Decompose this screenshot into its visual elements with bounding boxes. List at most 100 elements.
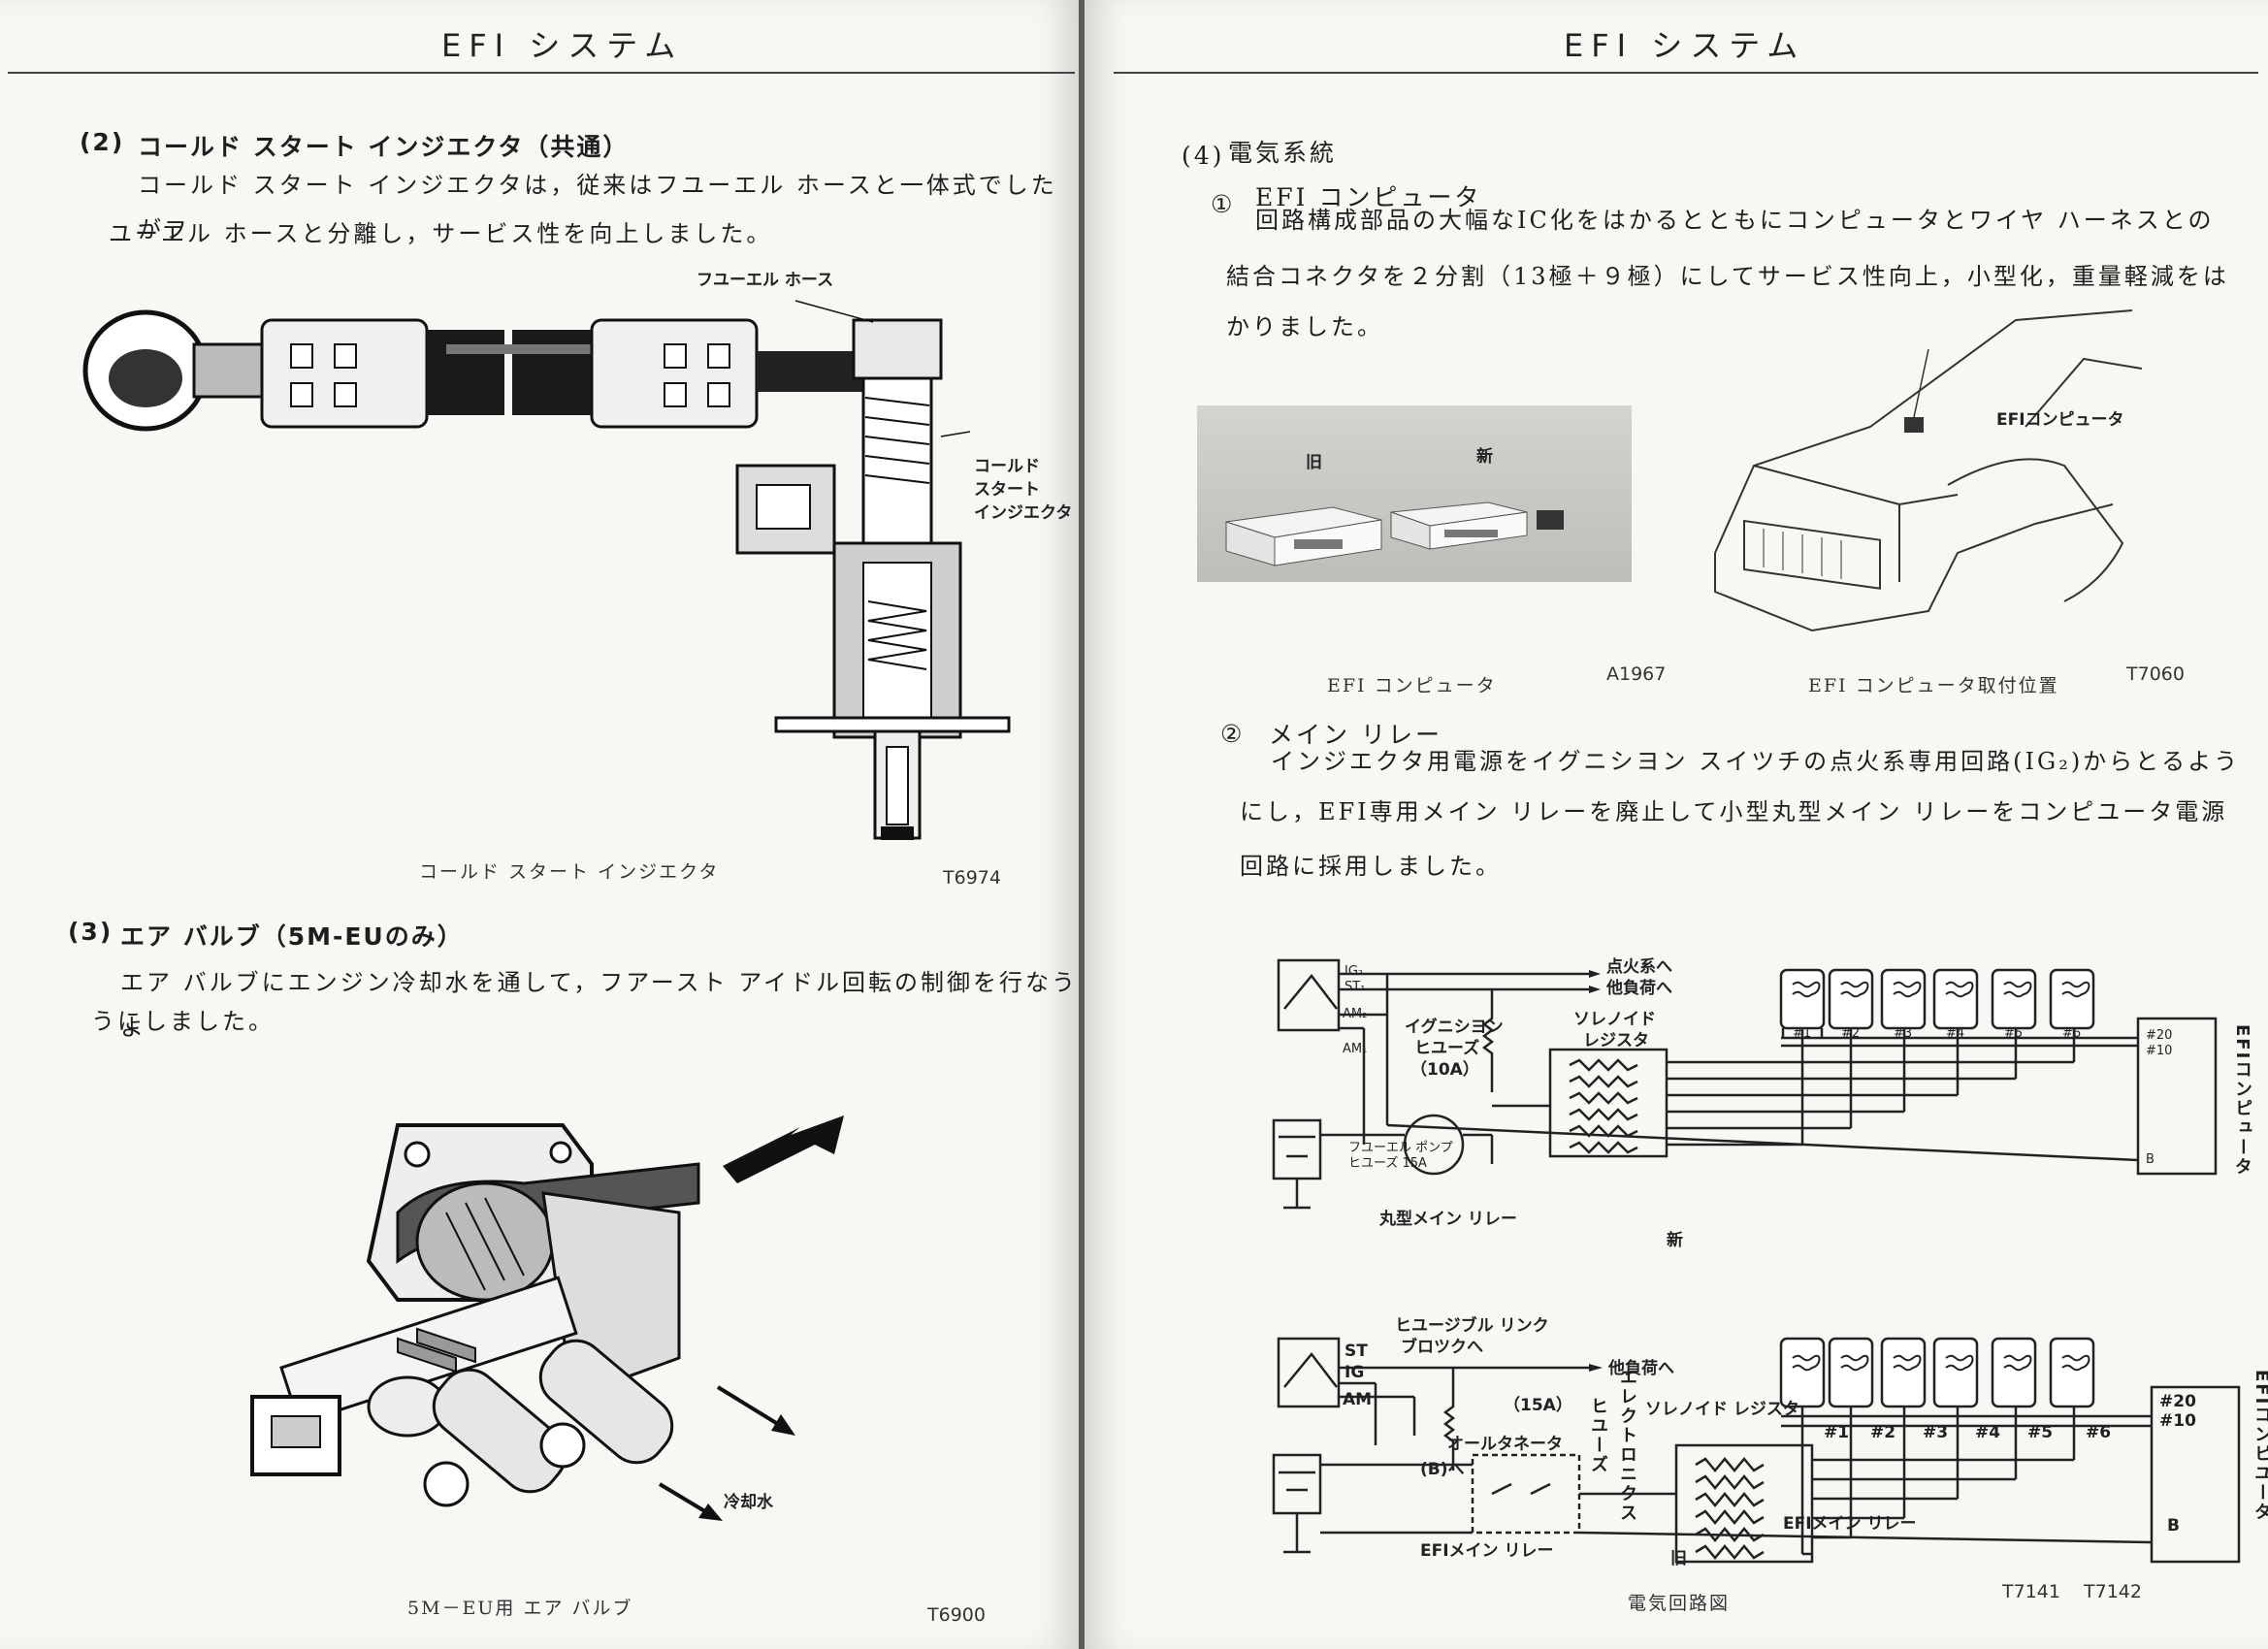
- section3-title: エア バルブ（5M-EUのみ）: [120, 922, 464, 951]
- injector-caption: コールド スタート インジエクタ: [419, 861, 720, 883]
- new-inj1-label: #1: [1793, 1026, 1812, 1041]
- new-port20-label: #20: [2146, 1028, 2173, 1043]
- old-port20-label: #20: [2159, 1392, 2196, 1411]
- new-solenoid-line1: ソレノイド: [1573, 1010, 1656, 1029]
- new-inj3-label: #3: [1894, 1026, 1913, 1041]
- new-ig2-label: IG₂: [1345, 964, 1364, 979]
- item2-number: ②: [1220, 720, 1246, 748]
- old-st-label: ST: [1345, 1342, 1368, 1361]
- left-page: EFI システム (2) コールド スタート インジエクタ（共通） コールド ス…: [0, 0, 1079, 1649]
- injector-fig-code: T6974: [943, 867, 1001, 889]
- injector-label-line1: コールド: [974, 457, 1040, 476]
- old-portB-label: B: [2167, 1516, 2180, 1536]
- new-ign-fuse-line1: イグニシヨン: [1405, 1018, 1504, 1037]
- old-efi-relay-label1: EFIメイン リレー: [1420, 1541, 1554, 1561]
- item2-title: メイン リレー: [1269, 721, 1442, 749]
- item2-line1: インジエクタ用電源をイグニシヨン スイツチの点火系専用回路(IG₂)からとるよう: [1271, 748, 2241, 775]
- old-inj1-label: #1: [1824, 1423, 1850, 1442]
- new-to-ignition-label: 点火系へ: [1606, 957, 1672, 977]
- right-header: EFI システム: [1564, 27, 1806, 64]
- left-header-rule: [8, 72, 1075, 74]
- old-alternator-label: オールタネータ: [1447, 1435, 1563, 1454]
- old-diagram-caption: 旧: [1670, 1549, 1687, 1568]
- item1-line2: 結合コネクタを２分割（13極＋９極）にしてサービス性向上，小型化，重量軽減をは: [1226, 263, 2229, 290]
- section3-number: (3): [68, 918, 113, 946]
- new-inj2-label: #2: [1841, 1026, 1861, 1041]
- item1-line1: 回路構成部品の大幅なIC化をはかるとともにコンピュータとワイヤ ハーネスとの: [1255, 207, 2215, 234]
- new-ign-fuse-line3: （10A）: [1410, 1060, 1479, 1080]
- new-pump-fuse-line2: ヒユーズ 15A: [1348, 1156, 1427, 1171]
- new-solenoid-line2: レジスタ: [1583, 1031, 1649, 1051]
- coolant-label: 冷却水: [724, 1493, 773, 1512]
- old-inj6-label: #6: [2086, 1423, 2112, 1442]
- new-computer-label: EFIコンピュータ: [2232, 1024, 2252, 1178]
- item1-title: EFI コンピュータ: [1255, 183, 1482, 211]
- old-to-other-label: 他負荷へ: [1608, 1359, 1674, 1378]
- circuit-code-2: T7142: [2084, 1581, 2142, 1602]
- new-am2-label: AM₂: [1343, 1007, 1368, 1021]
- efi-computer-code: A1967: [1606, 663, 1667, 685]
- old-computer-label: EFIコンピユータ: [2252, 1370, 2268, 1523]
- old-port10-label: #10: [2159, 1411, 2196, 1431]
- item2-line3: 回路に採用しました。: [1240, 853, 1502, 880]
- old-inj5-label: #5: [2027, 1423, 2054, 1442]
- photo-label-new: 新: [1476, 447, 1493, 467]
- section2-line1: コールド スタート インジエクタは，従来はフユーエル ホースと一体式でしたがフ: [138, 172, 1057, 243]
- old-inj3-label: #3: [1923, 1423, 1949, 1442]
- efi-computer-caption: EFI コンピュータ: [1327, 675, 1497, 696]
- injector-label-line3: インジエクタ: [974, 503, 1073, 523]
- circuit-diagram-old: [1272, 1337, 2241, 1564]
- old-solenoid-label: ソレノイド レジスタ: [1645, 1400, 1799, 1419]
- old-am-label: AM: [1343, 1390, 1373, 1409]
- photo-label-old: 旧: [1306, 453, 1322, 472]
- old-b-to-label: (B)へ: [1420, 1460, 1465, 1479]
- car-illustration: [1714, 309, 2143, 632]
- old-fuse15-label: （15A）: [1504, 1396, 1572, 1415]
- section2-number: (2): [80, 128, 125, 156]
- item2-line2: にし，EFI専用メイン リレーを廃止して小型丸型メイン リレーをコンピユータ電源: [1240, 798, 2228, 825]
- new-ign-fuse-line2: ヒユーズ: [1414, 1039, 1480, 1058]
- section3-line1: エア バルブにエンジン冷却水を通して，フアースト アイドル回転の制御を行なうよ: [120, 969, 1079, 1041]
- injector-label-line2: スタート: [974, 480, 1040, 500]
- new-am1-label: AM₁: [1343, 1042, 1368, 1056]
- air-valve-illustration: [250, 1116, 844, 1521]
- fuel-hose-label: フユーエル ホース: [697, 271, 834, 290]
- book-gutter: [1079, 0, 1085, 1649]
- right-header-rule: [1114, 72, 2258, 74]
- circuit-diagram-caption: 電気回路図: [1628, 1593, 1731, 1614]
- car-computer-label: EFIコンピュータ: [1996, 410, 2124, 430]
- new-portB-label: B: [2146, 1152, 2155, 1167]
- circuit-code-1: T7141: [2002, 1581, 2060, 1602]
- old-electronics-vertical-label: エレクトロニクス: [1617, 1368, 1637, 1523]
- old-efi-relay-label2: EFIメイン リレー: [1783, 1514, 1917, 1534]
- old-fusible-line2: ブロツクへ: [1401, 1338, 1483, 1357]
- new-pump-fuse-line1: フユーエル ポンプ: [1348, 1141, 1453, 1155]
- old-inj2-label: #2: [1870, 1423, 1896, 1442]
- section4-title: 電気系統: [1228, 139, 1338, 167]
- section3-line2: うにしました。: [91, 1008, 275, 1035]
- old-inj4-label: #4: [1975, 1423, 2001, 1442]
- new-port10-label: #10: [2146, 1044, 2173, 1058]
- new-st-label: ST₁: [1345, 980, 1366, 994]
- section4-number: (4): [1182, 142, 1225, 170]
- air-valve-fig-code: T6900: [927, 1604, 986, 1626]
- right-page: EFI システム (4) 電気系統 ① EFI コンピュータ 回路構成部品の大幅…: [1085, 0, 2268, 1649]
- new-inj4-label: #4: [1946, 1026, 1965, 1041]
- section2-line2: ユーエル ホースと分離し，サービス性を向上しました。: [109, 220, 773, 247]
- efi-computer-units-illustration: [1225, 501, 1564, 566]
- old-fuse-vertical-label: ヒユーズ: [1588, 1397, 1608, 1474]
- location-caption: EFI コンピュータ取付位置: [1808, 675, 2059, 696]
- new-diagram-caption: 新: [1667, 1231, 1683, 1250]
- new-inj5-label: #5: [2004, 1026, 2024, 1041]
- new-round-relay-label: 丸型メイン リレー: [1379, 1210, 1517, 1229]
- left-header: EFI システム: [441, 27, 684, 64]
- item1-line3: かりました。: [1226, 313, 1383, 340]
- new-inj6-label: #6: [2062, 1026, 2082, 1041]
- section2-title: コールド スタート インジエクタ（共通）: [138, 133, 630, 161]
- air-valve-caption: 5M－EU用 エア バルブ: [407, 1598, 633, 1619]
- old-fusible-line1: ヒユージブル リンク: [1395, 1316, 1549, 1336]
- circuit-diagram-new: [1272, 958, 2218, 1210]
- old-ig-label: IG: [1345, 1363, 1365, 1382]
- location-code: T7060: [2126, 663, 2185, 685]
- cold-start-injector-illustration: [82, 300, 1011, 840]
